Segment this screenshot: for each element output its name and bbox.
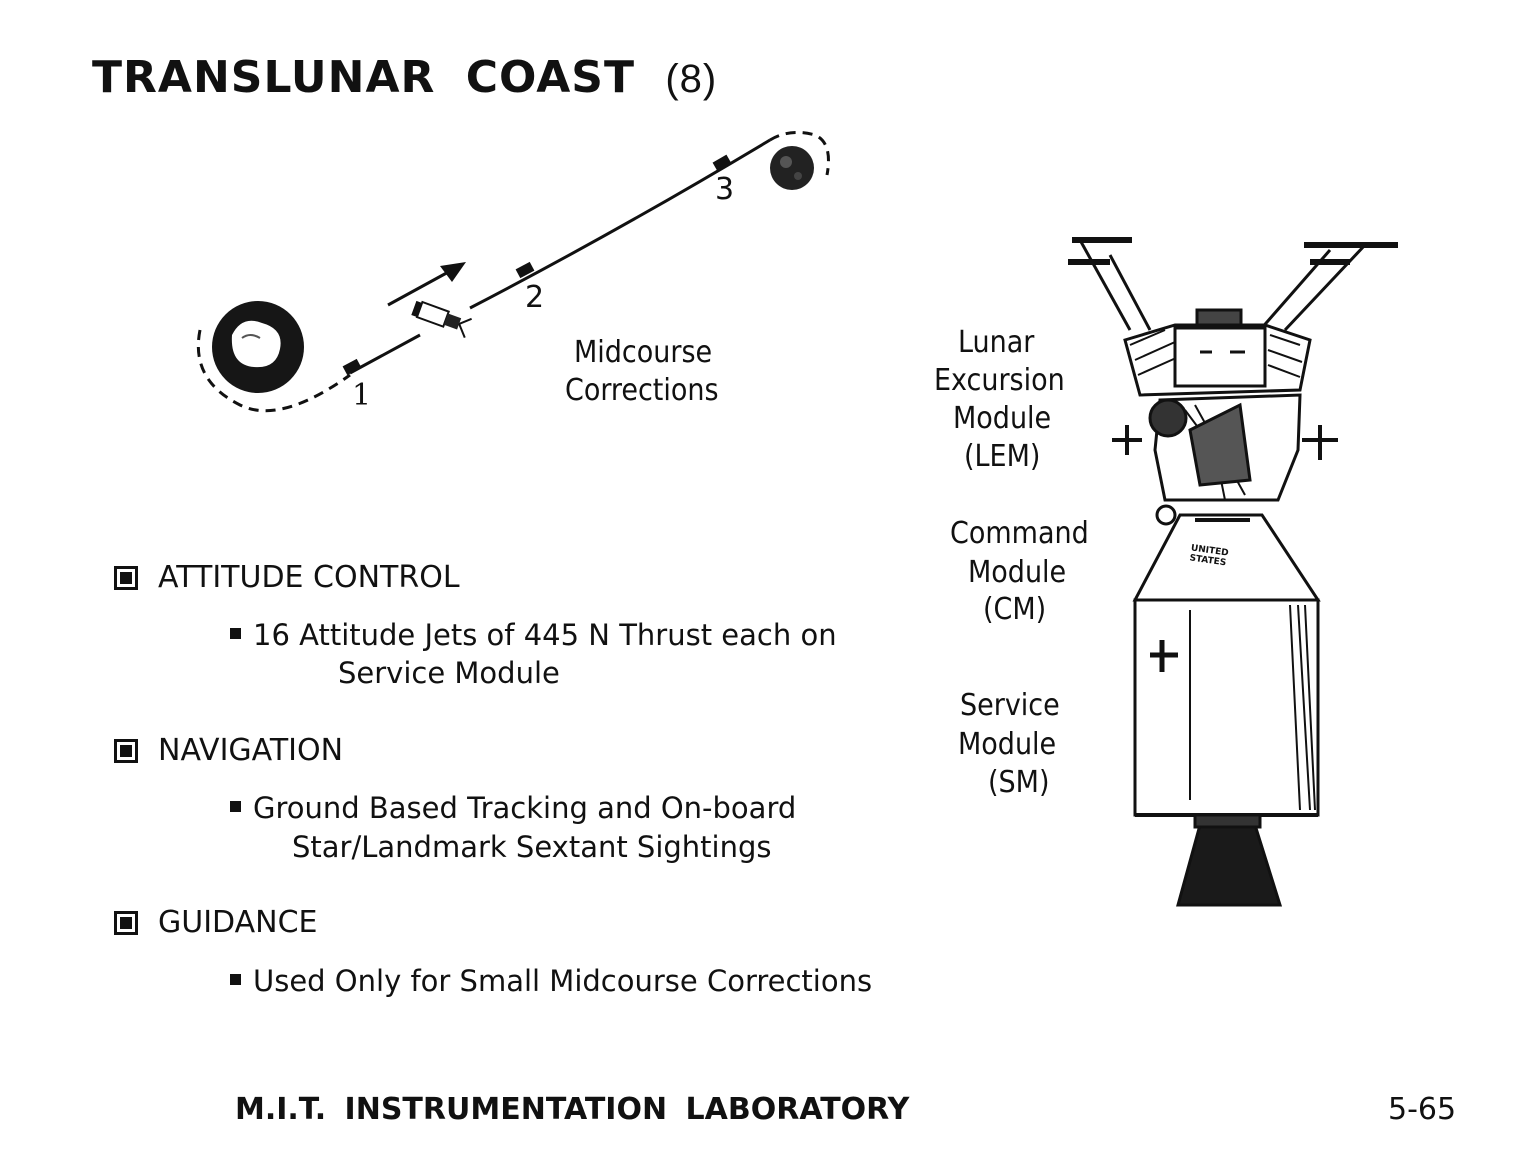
bullet-text: Used Only for Small Midcourse Correction… [253, 964, 873, 998]
bullet-continuation: Star/Landmark Sextant Sightings [292, 830, 772, 864]
section-heading-text: GUIDANCE [158, 905, 318, 940]
bullet-item: Used Only for Small Midcourse Correction… [230, 962, 872, 1000]
marker-label-3: 3 [715, 172, 735, 207]
bullet-icon [230, 801, 241, 812]
sm-label-line: (SM) [988, 765, 1050, 800]
lem-label-line: Lunar [958, 325, 1035, 360]
lem-label-line: (LEM) [964, 439, 1041, 474]
page-number: 5-65 [1388, 1092, 1457, 1127]
marker-tick-1 [342, 358, 362, 376]
section-heading-guidance: GUIDANCE [114, 905, 318, 940]
checkbox-square-icon [114, 565, 138, 590]
checkbox-square-icon [114, 738, 138, 763]
sm-label-line: Module [958, 727, 1057, 762]
moon-icon [770, 146, 814, 190]
footer-lab-name: M.I.T. INSTRUMENTATION LABORATORY [235, 1092, 910, 1127]
section-heading-attitude-control: ATTITUDE CONTROL [114, 560, 460, 595]
cm-label-line: (CM) [983, 592, 1047, 627]
bullet-text: 16 Attitude Jets of 445 N Thrust each on [253, 618, 837, 652]
marker-tick-3 [712, 154, 732, 172]
section-heading-text: ATTITUDE CONTROL [158, 560, 460, 595]
title-number: (8) [665, 57, 718, 101]
marker-tick-2 [515, 261, 535, 279]
direction-arrow-icon [387, 262, 466, 307]
lem-label-line: Module [953, 401, 1052, 436]
section-heading-navigation: NAVIGATION [114, 733, 343, 768]
marker-label-2: 2 [525, 280, 545, 315]
checkbox-square-icon [114, 910, 138, 935]
midcourse-caption-line1: Midcourse [574, 335, 713, 370]
bullet-text: Ground Based Tracking and On-board [253, 791, 797, 825]
bullet-icon [230, 974, 241, 985]
section-heading-text: NAVIGATION [158, 733, 344, 768]
cm-label-line: Command [950, 516, 1089, 551]
marker-label-1: 1 [352, 378, 372, 413]
sm-label-line: Service [960, 688, 1060, 723]
bullet-continuation: Service Module [338, 656, 560, 690]
midcourse-caption-line2: Corrections [565, 373, 719, 408]
spacecraft-icon [411, 300, 472, 339]
cm-label-line: Module [968, 555, 1067, 590]
bullet-icon [230, 628, 241, 639]
bullet-item: Ground Based Tracking and On-board [230, 789, 796, 827]
page-title: TRANSLUNAR COAST (8) [92, 52, 717, 103]
moon-arrival-arc [769, 130, 830, 176]
title-main: TRANSLUNAR COAST [92, 52, 636, 103]
bullet-item: 16 Attitude Jets of 445 N Thrust each on [230, 616, 837, 654]
earth-departure-arc [196, 329, 351, 413]
lem-label-line: Excursion [934, 363, 1065, 398]
apollo-stack-icon [1068, 237, 1398, 907]
earth-icon [212, 301, 304, 393]
